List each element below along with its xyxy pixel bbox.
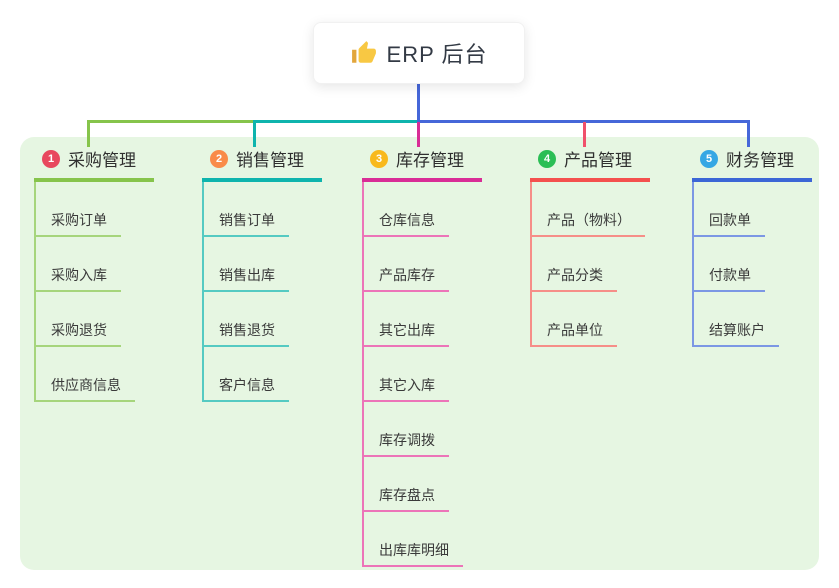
child-node[interactable]: 销售出库 [202,237,322,292]
branch-inventory: 3 库存管理 仓库信息 产品库存 其它出库 其它入库 库存调拨 库存盘点 [362,146,482,567]
child-node[interactable]: 付款单 [692,237,812,292]
child-label: 采购退货 [34,321,121,347]
child-label: 销售订单 [202,211,289,237]
branch-title: 库存管理 [396,151,464,170]
child-label: 出库库明细 [362,541,463,567]
child-node[interactable]: 回款单 [692,182,812,237]
branch-header-product[interactable]: 4 产品管理 [530,146,650,182]
child-label: 采购订单 [34,211,121,237]
child-node[interactable]: 客户信息 [202,347,322,402]
child-label: 回款单 [692,211,765,237]
branch-connector-line [34,182,36,402]
child-node[interactable]: 其它出库 [362,292,482,347]
branch-title: 销售管理 [236,151,304,170]
child-label: 采购入库 [34,266,121,292]
branches-panel [20,137,819,570]
child-node[interactable]: 产品（物料） [530,182,650,237]
child-node[interactable]: 销售订单 [202,182,322,237]
branch-title: 产品管理 [564,151,632,170]
branch-product: 4 产品管理 产品（物料） 产品分类 产品单位 [530,146,650,347]
branch-number-badge: 2 [210,149,228,168]
root-title: ERP 后台 [386,42,488,67]
child-node[interactable]: 采购入库 [34,237,154,292]
branch-header-inventory[interactable]: 3 库存管理 [362,146,482,182]
thumbs-up-icon [351,41,376,63]
branch-number-badge: 5 [700,149,718,168]
branch-number-badge: 4 [538,149,556,168]
child-node[interactable]: 其它入库 [362,347,482,402]
child-node[interactable]: 库存调拨 [362,402,482,457]
child-node[interactable]: 库存盘点 [362,457,482,512]
child-label: 产品库存 [362,266,449,292]
branch-children: 产品（物料） 产品分类 产品单位 [530,182,650,347]
child-label: 其它入库 [362,376,449,402]
child-label: 产品分类 [530,266,617,292]
child-node[interactable]: 供应商信息 [34,347,154,402]
branch-title: 采购管理 [68,151,136,170]
branch-title: 财务管理 [726,151,794,170]
branch-connector-line [362,182,364,567]
child-node[interactable]: 产品分类 [530,237,650,292]
child-label: 结算账户 [692,321,779,347]
child-label: 销售出库 [202,266,289,292]
child-node[interactable]: 采购订单 [34,182,154,237]
branch-number-badge: 3 [370,149,388,168]
child-label: 仓库信息 [362,211,449,237]
child-label: 付款单 [692,266,765,292]
child-node[interactable]: 产品单位 [530,292,650,347]
branch-children: 回款单 付款单 结算账户 [692,182,812,347]
child-label: 其它出库 [362,321,449,347]
branch-header-sales[interactable]: 2 销售管理 [202,146,322,182]
child-label: 客户信息 [202,376,289,402]
root-node[interactable]: ERP 后台 [313,22,525,84]
branch-purchase: 1 采购管理 采购订单 采购入库 采购退货 供应商信息 [34,146,154,402]
branch-connector-line [692,182,694,347]
child-label: 库存盘点 [362,486,449,512]
child-node[interactable]: 出库库明细 [362,512,482,567]
branch-connector-line [530,182,532,347]
child-label: 供应商信息 [34,376,135,402]
child-label: 产品单位 [530,321,617,347]
child-node[interactable]: 产品库存 [362,237,482,292]
child-node[interactable]: 采购退货 [34,292,154,347]
branch-children: 仓库信息 产品库存 其它出库 其它入库 库存调拨 库存盘点 出库库明细 [362,182,482,567]
child-node[interactable]: 销售退货 [202,292,322,347]
branch-sales: 2 销售管理 销售订单 销售出库 销售退货 客户信息 [202,146,322,402]
child-node[interactable]: 仓库信息 [362,182,482,237]
branch-finance: 5 财务管理 回款单 付款单 结算账户 [692,146,812,347]
branch-number-badge: 1 [42,149,60,168]
child-node[interactable]: 结算账户 [692,292,812,347]
child-label: 库存调拨 [362,431,449,457]
branch-header-finance[interactable]: 5 财务管理 [692,146,812,182]
branch-children: 销售订单 销售出库 销售退货 客户信息 [202,182,322,402]
branch-children: 采购订单 采购入库 采购退货 供应商信息 [34,182,154,402]
child-label: 销售退货 [202,321,289,347]
branch-header-purchase[interactable]: 1 采购管理 [34,146,154,182]
branch-connector-line [202,182,204,402]
child-label: 产品（物料） [530,211,645,237]
